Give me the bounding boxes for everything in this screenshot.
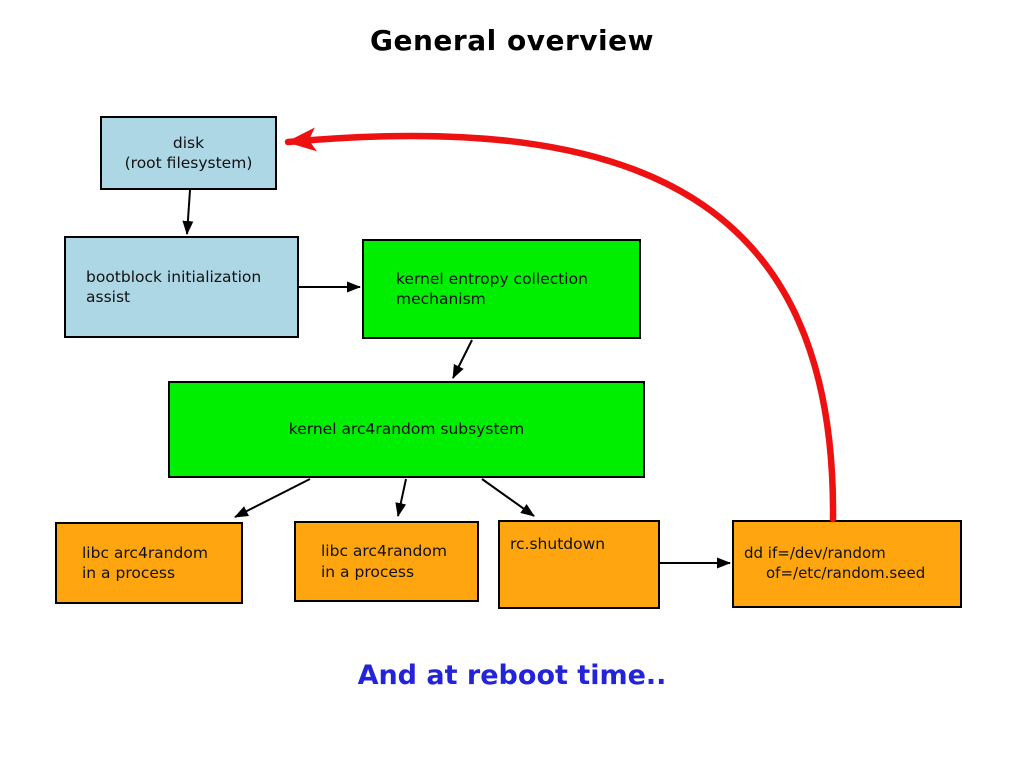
node-libc1-line2: in a process <box>82 564 176 582</box>
node-libc-process-1: libc arc4random in a process <box>55 522 243 604</box>
arrow-entropy-to-arc4 <box>452 339 473 379</box>
node-disk-line2: (root filesystem) <box>124 154 253 172</box>
node-rcshutdown-line1: rc.shutdown <box>510 535 606 553</box>
arrow-arc4-to-libc2 <box>395 478 407 517</box>
node-libc-process-2: libc arc4random in a process <box>294 521 479 602</box>
node-entropy-collection: kernel entropy collection mechanism <box>362 239 641 339</box>
node-libc2-line1: libc arc4random <box>321 542 447 561</box>
arrow-arc4-to-libc1 <box>234 478 311 518</box>
arrow-disk-to-bootblock <box>182 189 194 235</box>
node-dd-random-seed: dd if=/dev/random of=/etc/random.seed <box>732 520 962 608</box>
arrow-arc4-to-rcshutdown <box>481 478 535 517</box>
node-libc1-line1: libc arc4random <box>82 543 208 562</box>
node-entropy-line2: mechanism <box>396 290 486 308</box>
node-disk: disk (root filesystem) <box>100 116 277 190</box>
footer-note: And at reboot time.. <box>357 660 667 691</box>
node-rc-shutdown: rc.shutdown <box>498 520 660 609</box>
node-disk-line1: disk <box>172 133 205 152</box>
node-libc2-line2: in a process <box>321 562 415 581</box>
node-bootblock-line1: bootblock initialization <box>86 267 262 286</box>
node-dd-line1: dd if=/dev/random <box>744 544 886 563</box>
node-bootblock-line2: assist <box>86 288 131 306</box>
node-arc4-line1: kernel arc4random subsystem <box>288 420 525 439</box>
page-title: General overview <box>370 24 654 57</box>
node-bootblock: bootblock initialization assist <box>64 236 299 338</box>
node-arc4random-subsystem: kernel arc4random subsystem <box>168 381 645 478</box>
node-entropy-line1: kernel entropy collection <box>396 269 588 288</box>
node-dd-line2: of=/etc/random.seed <box>766 564 926 582</box>
